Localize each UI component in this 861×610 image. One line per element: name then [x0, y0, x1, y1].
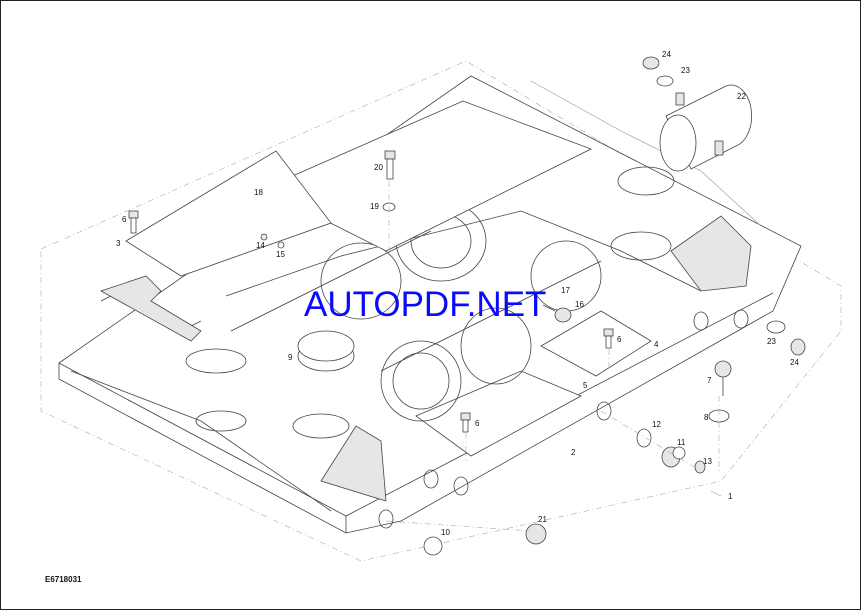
callout-1: 1 — [728, 492, 733, 501]
washer-23-right — [766, 320, 786, 334]
leader-lines — [385, 181, 722, 532]
plug-13 — [694, 460, 706, 474]
callout-labels: 24 23 22 20 19 18 6 3 14 15 17 16 9 6 4 … — [116, 50, 799, 537]
plug-21 — [525, 523, 547, 545]
callout-9: 9 — [288, 353, 293, 362]
callout-17: 17 — [561, 286, 570, 295]
screw-14 — [260, 233, 268, 241]
callout-6-lower: 6 — [475, 419, 480, 428]
seal-ring-12 — [636, 428, 652, 448]
top-cover-plate — [262, 100, 593, 252]
bolt-20 — [384, 150, 396, 180]
callout-19: 19 — [370, 202, 379, 211]
callout-7: 7 — [707, 376, 712, 385]
cap-9 — [297, 330, 355, 372]
watermark-text: AUTOPDF.NET — [304, 285, 547, 324]
bolt-6-right — [603, 328, 614, 349]
callout-24: 24 — [662, 50, 671, 59]
callout-2: 2 — [571, 448, 576, 457]
callout-18: 18 — [254, 188, 263, 197]
callout-11: 11 — [677, 438, 686, 447]
mount-22 — [659, 84, 753, 172]
washer-15 — [277, 241, 285, 249]
callout-6-right: 6 — [617, 335, 622, 344]
callout-13: 13 — [703, 457, 712, 466]
callout-6-left: 6 — [122, 215, 127, 224]
callout-8: 8 — [704, 413, 709, 422]
side-cover-plate — [125, 150, 332, 277]
callout-15: 15 — [276, 250, 285, 259]
assembly-boundary — [40, 60, 842, 562]
callout-14: 14 — [256, 241, 265, 250]
callout-16: 16 — [575, 300, 584, 309]
callout-5: 5 — [583, 381, 588, 390]
nut-24-top — [642, 56, 660, 70]
drawing-code: E6718031 — [45, 575, 82, 584]
nut-24-right — [790, 338, 806, 356]
callout-3: 3 — [116, 239, 121, 248]
callout-23: 23 — [681, 66, 690, 75]
frame-housing — [58, 75, 802, 534]
plug-16 — [542, 304, 572, 323]
bolt-6-lower — [460, 412, 471, 433]
callout-21: 21 — [538, 515, 547, 524]
callout-23-right: 23 — [767, 337, 776, 346]
callout-10: 10 — [441, 528, 450, 537]
plug-11 — [661, 446, 686, 468]
plug-10 — [423, 536, 443, 556]
callout-24-right: 24 — [790, 358, 799, 367]
breather-7 — [714, 360, 732, 396]
callout-12: 12 — [652, 420, 661, 429]
callout-22: 22 — [737, 92, 746, 101]
callout-4: 4 — [654, 340, 659, 349]
bolt-6-left — [128, 210, 139, 234]
callout-20: 20 — [374, 163, 383, 172]
washer-23-top — [656, 75, 674, 87]
